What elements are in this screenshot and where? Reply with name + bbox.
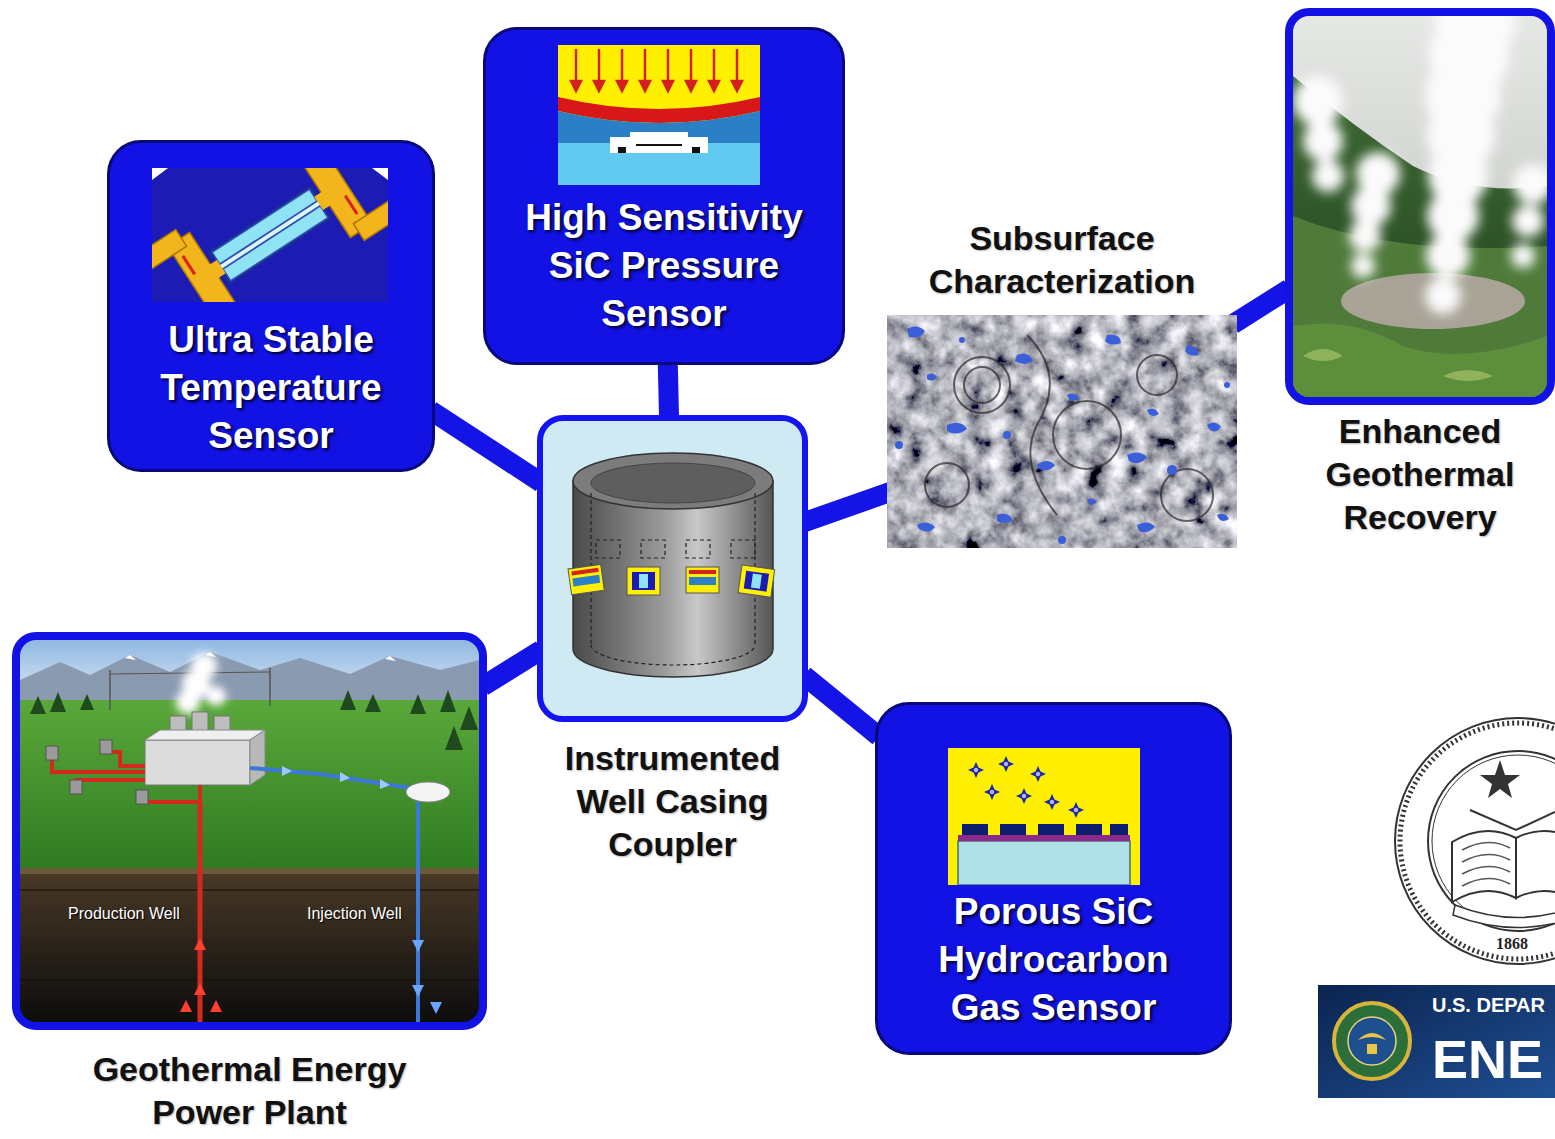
connector-band [483, 650, 541, 686]
connector-band [804, 676, 879, 737]
node-heading: Instrumented Well Casing Coupler [537, 737, 808, 866]
image-panel: Subsurface Characterization [887, 315, 1237, 548]
geothermal-field-photo [1293, 16, 1547, 397]
illustration-panel: Geothermal Energy Power Plant [12, 632, 487, 1030]
sensor-box: High Sensitivity SiC Pressure Sensor [483, 27, 845, 365]
photo-panel: Enhanced Geothermal Recovery [1285, 8, 1555, 405]
node-heading: Subsurface Characterization [892, 217, 1232, 303]
connector-band [431, 411, 541, 483]
temperature-sensor-icon [152, 168, 388, 302]
image-clip [20, 640, 479, 1022]
gas-sensor-icon [948, 748, 1140, 885]
sensor-box: Ultra Stable Temperature Sensor [107, 140, 435, 472]
rock-micrograph [887, 315, 1237, 548]
node-label: Porous SiC Hydrocarbon Gas Sensor [899, 888, 1209, 1032]
well-label: Production Well [68, 905, 180, 923]
sensor-box: Porous SiC Hydrocarbon Gas Sensor [875, 702, 1232, 1055]
pressure-sensor-icon [558, 45, 760, 185]
image-clip [1293, 16, 1547, 397]
well-casing-coupler-drawing [543, 421, 802, 716]
seal-year: 1868 [1496, 935, 1528, 953]
node-heading: Enhanced Geothermal Recovery [1285, 410, 1555, 539]
node-heading: Geothermal Energy Power Plant [50, 1048, 450, 1134]
connector-band [1233, 289, 1289, 325]
logo-text: U.S. DEPAR [1432, 994, 1545, 1017]
node-label: Ultra Stable Temperature Sensor [121, 316, 421, 460]
connector-band [803, 491, 891, 522]
well-label: Injection Well [307, 905, 402, 923]
university-seal [1395, 718, 1555, 964]
connector-band [668, 360, 669, 420]
doe-logo [1318, 985, 1555, 1098]
power-plant-illustration [20, 640, 479, 1022]
node-label: High Sensitivity SiC Pressure Sensor [504, 194, 824, 338]
coupler-box: Instrumented Well Casing Coupler [537, 415, 808, 722]
logo-text: ENE [1432, 1028, 1543, 1090]
